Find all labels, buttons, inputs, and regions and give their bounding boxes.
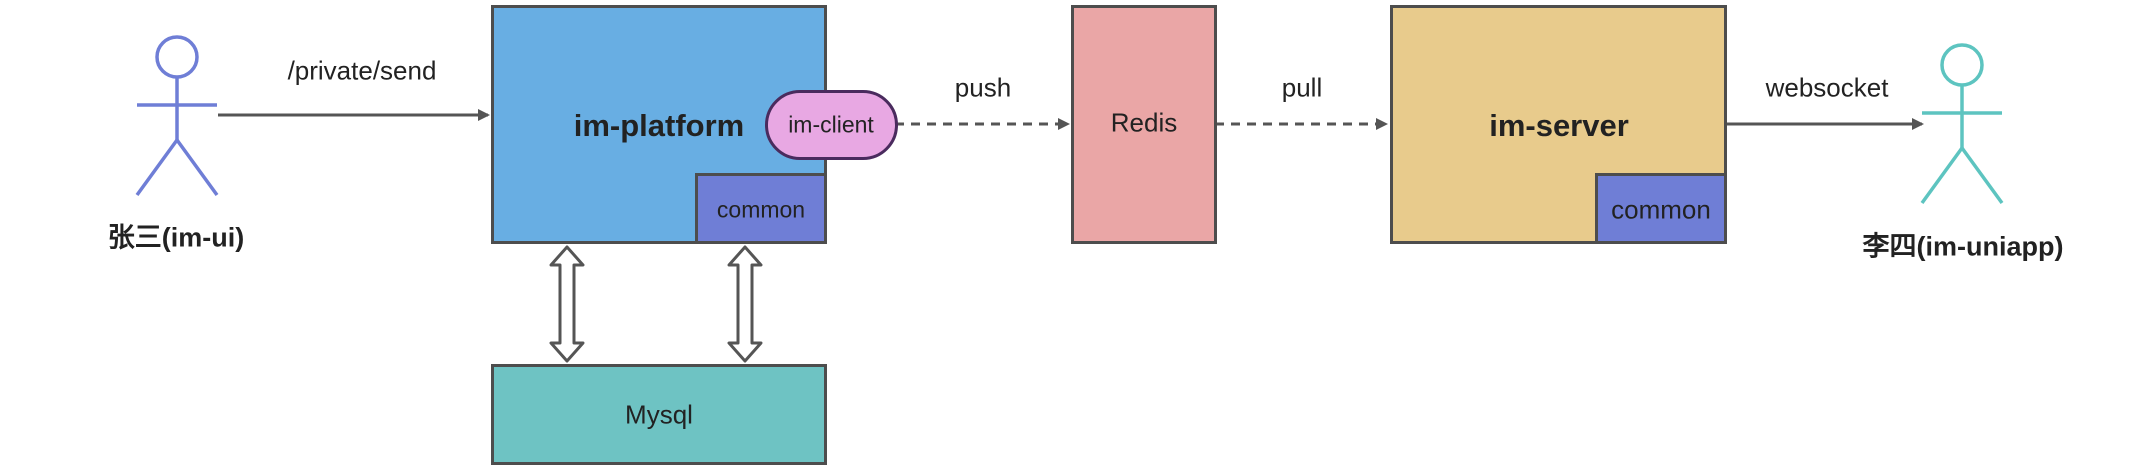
mysql-label: Mysql	[625, 399, 693, 430]
im-client-label: im-client	[788, 111, 874, 138]
platform-common-label: common	[716, 196, 806, 223]
receiver-stick-figure-icon	[1920, 43, 2004, 205]
websocket-edge-label: websocket	[1765, 72, 1889, 103]
sender-name: 张三(im-ui)	[107, 222, 245, 253]
im-server-label: im-server	[1489, 108, 1629, 143]
mysql-box	[491, 364, 827, 465]
push-edge-label: push	[954, 72, 1012, 103]
platform-common-box	[695, 173, 827, 244]
server-common-label: common	[1611, 194, 1711, 225]
db-link-left-arrow	[549, 245, 585, 363]
im-client-pill	[765, 90, 898, 160]
pull-edge-label: pull	[1281, 72, 1323, 103]
redis-box	[1071, 5, 1217, 244]
db-link-right-arrow	[727, 245, 763, 363]
redis-label: Redis	[1110, 107, 1178, 138]
receiver-name: 李四(im-uniapp)	[1862, 231, 2064, 262]
sender-stick-figure-icon	[135, 35, 219, 197]
im-platform-label: im-platform	[573, 108, 745, 143]
send-edge-label: /private/send	[287, 55, 437, 86]
server-common-box	[1595, 173, 1727, 244]
